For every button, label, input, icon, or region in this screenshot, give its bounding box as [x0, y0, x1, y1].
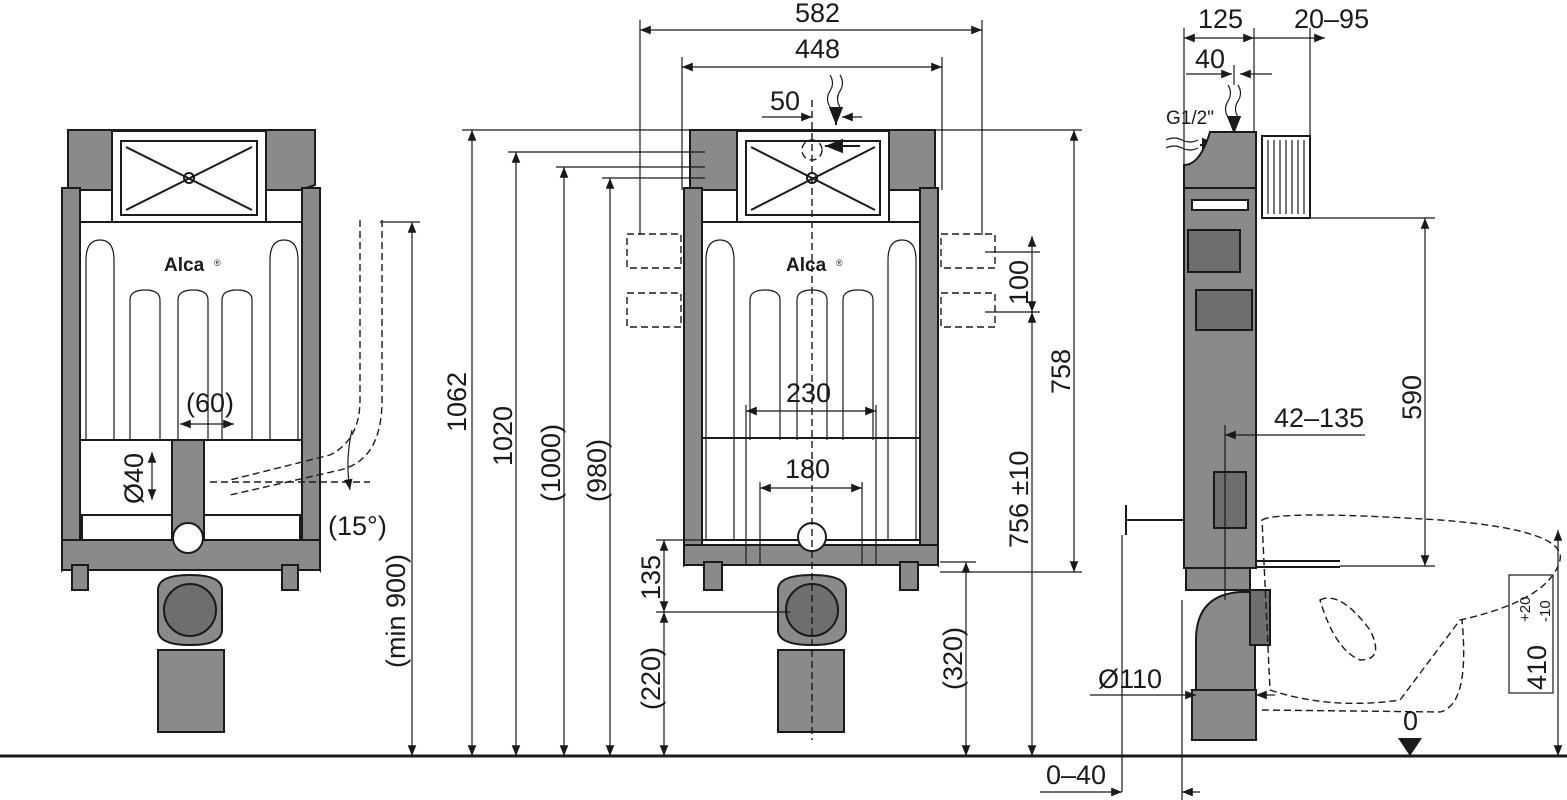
- side-offset-label: 100: [1004, 260, 1034, 305]
- inlet-offset-label: 40: [1195, 44, 1225, 74]
- brand-logo-center: Alca: [786, 255, 827, 276]
- height-1020-label: 1020: [488, 406, 518, 466]
- width-230-label: 230: [786, 378, 831, 408]
- brand-logo-left: Alca: [164, 255, 205, 276]
- connection-height-label: 590: [1397, 375, 1427, 420]
- frame-width-label: 448: [795, 34, 840, 64]
- floor-zero-label: 0: [1403, 706, 1418, 736]
- height-1000-label: (1000): [536, 424, 566, 502]
- left-front-view: Alca ® (60) Ø40 (15°) (min 900): [61, 129, 420, 756]
- pipe-diameter-label: Ø40: [119, 453, 149, 504]
- cistern-depth-label: 20–95: [1294, 4, 1369, 34]
- bowl-tolerance-plus: +20: [1517, 597, 1534, 622]
- height-980-label: (980): [582, 439, 612, 502]
- height-135-label: 135: [636, 555, 666, 600]
- top-width-label: 582: [795, 0, 840, 28]
- height-1062-label: 1062: [442, 372, 472, 432]
- registered-mark-left: ®: [214, 258, 221, 268]
- height-320-label: (320): [938, 627, 968, 690]
- flush-offset-label: 50: [770, 86, 800, 116]
- registered-mark-center: ®: [836, 258, 843, 268]
- height-758-label: 758: [1046, 349, 1076, 394]
- bolt-range-label: 42–135: [1274, 403, 1364, 433]
- floor-offset-label: 0–40: [1046, 760, 1106, 790]
- depth-label: 125: [1198, 4, 1243, 34]
- height-756-label: 756 ±10: [1004, 451, 1034, 548]
- min-height-label: (min 900): [381, 554, 411, 668]
- side-view: 125 20–95 40 G1/2": [1040, 4, 1563, 800]
- thread-label: G1/2": [1166, 108, 1214, 129]
- height-220-label: (220): [636, 647, 666, 710]
- width-180-label: 180: [785, 454, 830, 484]
- bowl-height-label: 410: [1522, 645, 1552, 690]
- center-front-view: 582 448 50: [442, 0, 1082, 756]
- drain-diameter-label: Ø110: [1098, 664, 1162, 694]
- bowl-tolerance-minus: -10: [1537, 600, 1554, 622]
- pipe-offset-label: (60): [186, 388, 234, 418]
- angle-label: (15°): [328, 511, 387, 541]
